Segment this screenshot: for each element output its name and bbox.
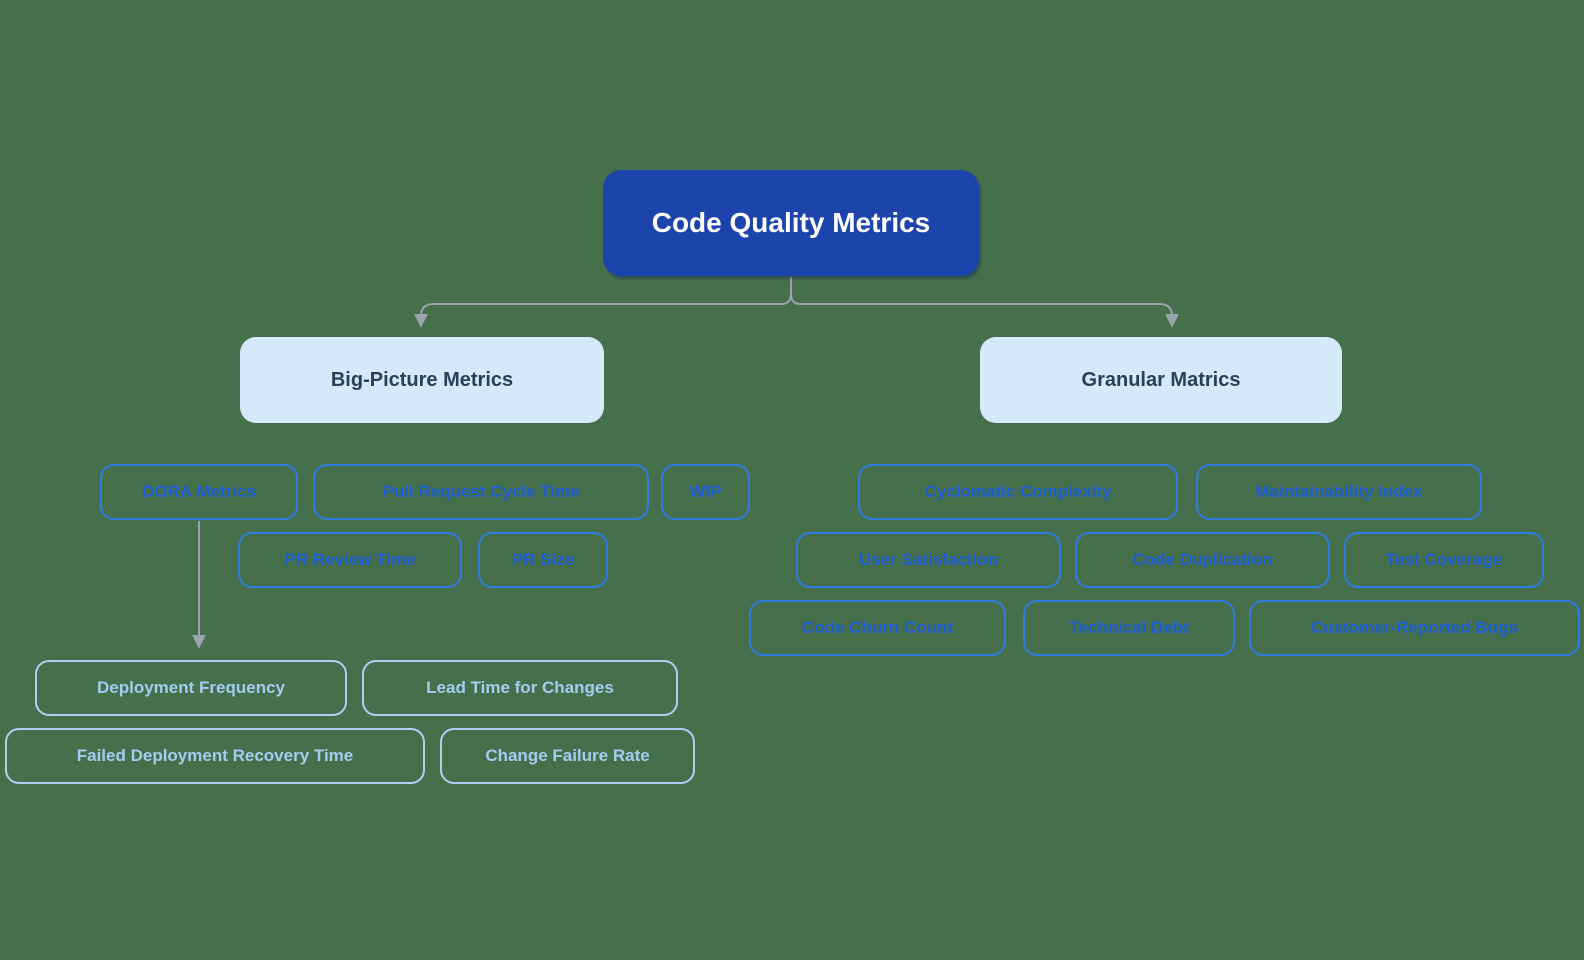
node-code-churn-count: Code Churn Count: [749, 600, 1006, 656]
node-user-satisfaction: User Satisfaction: [796, 532, 1061, 588]
connector-root-to-granular: [790, 277, 1179, 328]
node-test-coverage: Test Coverage: [1344, 532, 1544, 588]
connector-root-to-big-picture: [414, 277, 792, 328]
node-technical-debt: Technical Debt: [1023, 600, 1235, 656]
node-dora-metrics: DORA Metrics: [100, 464, 298, 520]
node-cyclomatic-complexity: Cyclomatic Complexity: [858, 464, 1178, 520]
node-deployment-frequency: Deployment Frequency: [35, 660, 347, 716]
node-change-failure-rate: Change Failure Rate: [440, 728, 695, 784]
node-pull-request-cycle-time: Pull Request Cycle Time: [313, 464, 649, 520]
node-pr-review-time: PR Review Time: [238, 532, 462, 588]
node-granular-matrics: Granular Matrics: [980, 337, 1342, 423]
node-code-duplication: Code Duplication: [1075, 532, 1330, 588]
node-lead-time-for-changes: Lead Time for Changes: [362, 660, 678, 716]
node-code-quality-metrics: Code Quality Metrics: [603, 170, 979, 276]
node-failed-deployment-recovery-time: Failed Deployment Recovery Time: [5, 728, 425, 784]
node-big-picture-metrics: Big-Picture Metrics: [240, 337, 604, 423]
node-customer-reported-bugs: Customer-Reported Bugs: [1249, 600, 1580, 656]
node-pr-size: PR Size: [478, 532, 608, 588]
node-maintainability-index: Maintainability Index: [1196, 464, 1482, 520]
node-wip: WIP: [661, 464, 750, 520]
